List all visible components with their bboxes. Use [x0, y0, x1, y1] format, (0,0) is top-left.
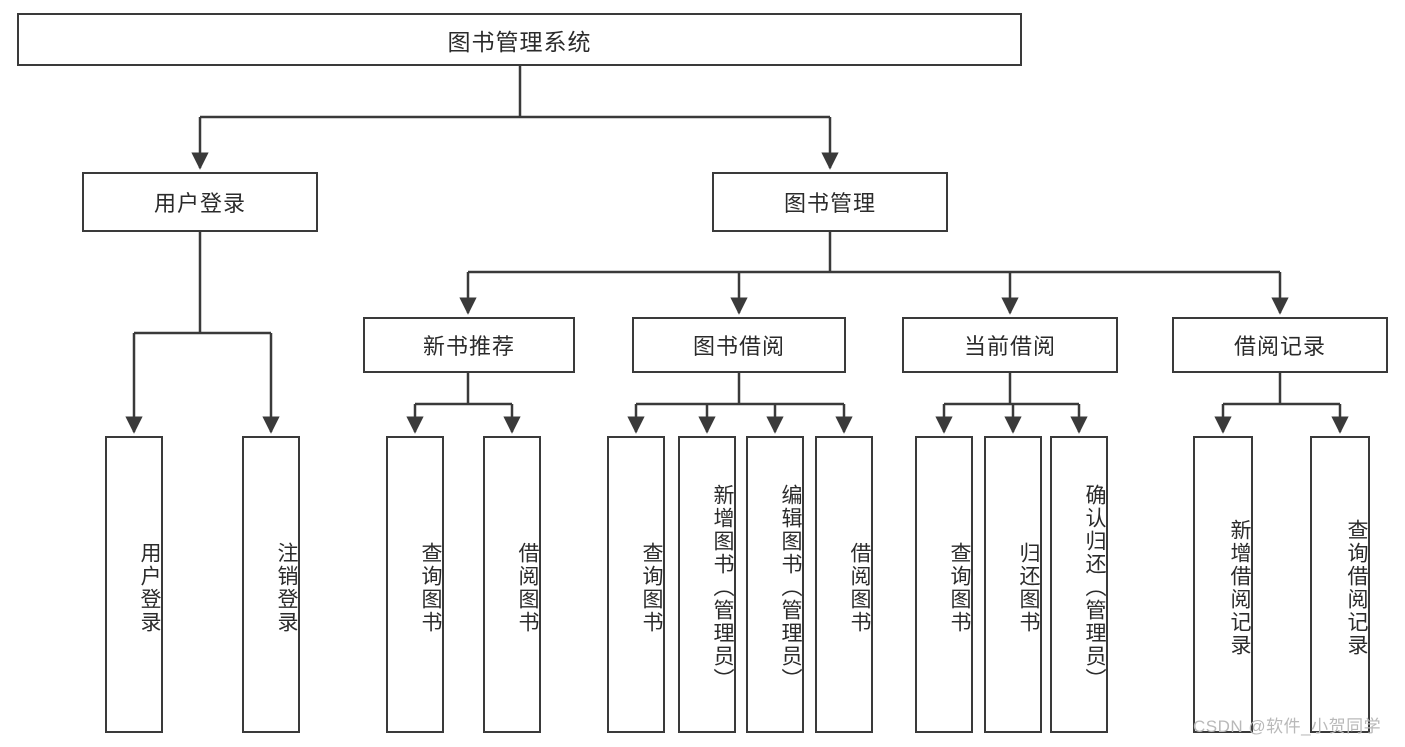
node-label: 当前借阅 — [963, 334, 1056, 359]
node-book-borrow[interactable]: 图书借阅 — [632, 317, 846, 373]
node-label: 图书管理 — [783, 191, 876, 216]
leaf-edit-book-admin[interactable]: 编辑图书（管理员） — [746, 436, 804, 733]
leaf-query-books-borrow[interactable]: 查询图书 — [607, 436, 665, 733]
node-current-borrow[interactable]: 当前借阅 — [902, 317, 1118, 373]
watermark: CSDN @软件_小贺同学 — [1193, 717, 1382, 736]
leaf-confirm-return-admin[interactable]: 确认归还（管理员） — [1050, 436, 1108, 733]
leaf-return-book[interactable]: 归还图书 — [984, 436, 1042, 733]
node-new-book-recommend[interactable]: 新书推荐 — [363, 317, 575, 373]
node-book-management[interactable]: 图书管理 — [712, 172, 948, 232]
leaf-add-book-admin[interactable]: 新增图书（管理员） — [678, 436, 736, 733]
node-borrow-records[interactable]: 借阅记录 — [1172, 317, 1388, 373]
node-label: 用户登录 — [138, 541, 161, 634]
node-label: 用户登录 — [153, 191, 246, 216]
leaf-logout[interactable]: 注销登录 — [242, 436, 300, 733]
leaf-add-borrow-record[interactable]: 新增借阅记录 — [1193, 436, 1253, 733]
node-label: 新增图书（管理员） — [711, 484, 734, 691]
leaf-query-books-recommend[interactable]: 查询图书 — [386, 436, 444, 733]
node-label: 新增借阅记录 — [1228, 518, 1251, 657]
node-label: 归还图书 — [1017, 541, 1040, 634]
node-label: 查询图书 — [640, 541, 663, 634]
node-label: 新书推荐 — [422, 334, 515, 359]
node-label: 查询图书 — [419, 541, 442, 634]
node-root-system[interactable]: 图书管理系统 — [17, 13, 1022, 66]
node-label: 借阅图书 — [516, 541, 539, 634]
node-label: 图书借阅 — [692, 334, 785, 359]
node-label: 图书管理系统 — [447, 28, 592, 55]
node-label: 注销登录 — [275, 541, 298, 634]
node-label: 查询借阅记录 — [1345, 518, 1368, 657]
leaf-borrow-books[interactable]: 借阅图书 — [815, 436, 873, 733]
node-label: 确认归还（管理员） — [1083, 484, 1106, 691]
leaf-query-borrow-record[interactable]: 查询借阅记录 — [1310, 436, 1370, 733]
leaf-borrow-books-recommend[interactable]: 借阅图书 — [483, 436, 541, 733]
node-label: 借阅图书 — [848, 541, 871, 634]
node-user-login[interactable]: 用户登录 — [82, 172, 318, 232]
node-label: 查询图书 — [948, 541, 971, 634]
leaf-query-books-current[interactable]: 查询图书 — [915, 436, 973, 733]
node-label: 借阅记录 — [1233, 334, 1326, 359]
node-label: 编辑图书（管理员） — [779, 484, 802, 691]
leaf-user-login[interactable]: 用户登录 — [105, 436, 163, 733]
